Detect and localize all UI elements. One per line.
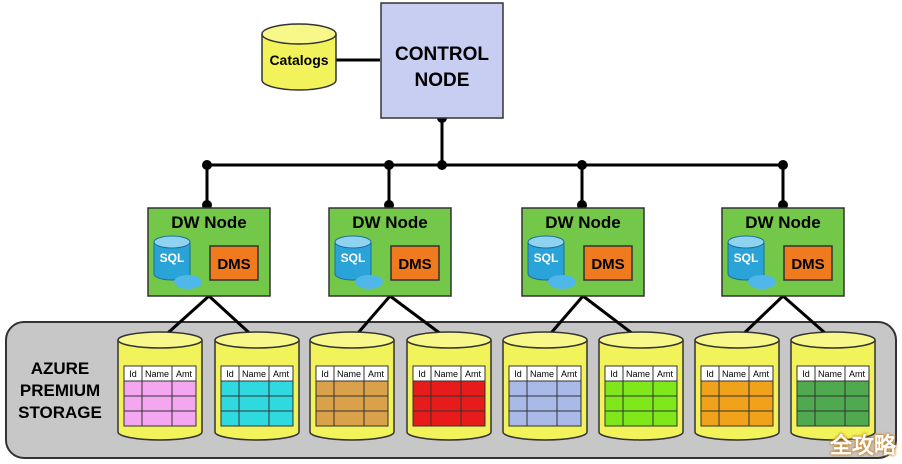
table-header-cell: Id [321,369,329,379]
cloud-icon [748,275,776,289]
storage-cylinder-top [406,331,492,349]
control-node-label-line-1: CONTROL [395,44,489,65]
table-header-cell: Id [418,369,426,379]
cloud-icon [355,275,383,289]
storage-cylinder-top [117,331,203,349]
table-header-cell: Id [129,369,137,379]
dms-box [583,245,633,281]
distribution-cylinders: Id Name Amt Id Name Amt Id Name Amt Id Name Amt Id Na… [117,331,876,441]
table-header-cell: Amt [657,369,674,379]
table-body [700,380,774,427]
sql-database-icon-top [153,235,191,249]
watermark-text: 全攻略 [829,434,896,459]
storage-cylinder-top [790,331,876,349]
storage-cylinder-top [309,331,395,349]
junction-dot [384,160,394,170]
storage-cylinder-3: Id Name Amt [309,331,395,441]
sql-label: SQL [734,251,759,265]
cloud-icon [548,275,576,289]
table-header-cell: Amt [368,369,385,379]
dms-box [783,245,833,281]
storage-cylinder-6: Id Name Amt [598,331,684,441]
table-body [604,380,678,427]
table-header-cell: Name [722,369,746,379]
table-body [796,380,870,427]
table-header-cell: Name [818,369,842,379]
dw-node-title: DW Node [745,213,821,232]
storage-cylinder-top [214,331,300,349]
table-header-cell: Id [706,369,714,379]
cloud-icon [174,275,202,289]
dms-box [209,245,259,281]
dms-label: DMS [791,256,824,273]
table-header-cell: Amt [465,369,482,379]
catalogs-cylinder: Catalogs [261,23,337,91]
storage-label-line-1: AZURE [31,359,90,378]
sql-database-icon-top [527,235,565,249]
table-header-cell: Name [530,369,554,379]
storage-cylinder-8: Id Name Amt [790,331,876,441]
dms-label: DMS [217,256,250,273]
table-header-cell: Amt [273,369,290,379]
dms-label: DMS [398,256,431,273]
storage-label-line-3: STORAGE [18,403,102,422]
dw-node-title: DW Node [545,213,621,232]
storage-cylinder-4: Id Name Amt [406,331,492,441]
table-header-cell: Amt [561,369,578,379]
junction-dot [437,160,447,170]
table-header-cell: Amt [753,369,770,379]
junction-dots [202,113,788,210]
table-body [220,380,294,427]
table-body [123,380,197,427]
sql-label: SQL [160,251,185,265]
table-header-cell: Name [242,369,266,379]
storage-cylinder-top [694,331,780,349]
storage-cylinder-2: Id Name Amt [214,331,300,441]
junction-dot [577,160,587,170]
storage-cylinder-7: Id Name Amt [694,331,780,441]
table-header-cell: Id [610,369,618,379]
storage-cylinder-5: Id Name Amt [502,331,588,441]
dw-node-title: DW Node [171,213,247,232]
table-body [412,380,486,427]
catalogs-cylinder-body [261,34,337,91]
control-node-label-line-2: NODE [415,70,470,91]
control-node: CONTROL NODE [380,2,504,119]
table-header-cell: Name [434,369,458,379]
table-header-cell: Name [145,369,169,379]
junction-dot [778,160,788,170]
table-body [315,380,389,427]
table-header-cell: Id [514,369,522,379]
dms-label: DMS [591,256,624,273]
storage-cylinder-top [598,331,684,349]
table-header-cell: Id [226,369,234,379]
storage-cylinder-top [502,331,588,349]
dms-box [390,245,440,281]
table-header-cell: Amt [849,369,866,379]
control-node-box [380,2,504,119]
table-header-cell: Name [626,369,650,379]
table-header-cell: Amt [176,369,193,379]
sql-database-icon-top [334,235,372,249]
table-header-cell: Id [802,369,810,379]
junction-dot [202,160,212,170]
sql-database-icon-top [727,235,765,249]
table-header-cell: Name [337,369,361,379]
storage-cylinder-1: Id Name Amt [117,331,203,441]
catalogs-cylinder-top [261,23,337,45]
sql-label: SQL [341,251,366,265]
storage-label-line-2: PREMIUM [20,381,100,400]
table-body [508,380,582,427]
catalogs-label: Catalogs [269,52,328,68]
sql-label: SQL [534,251,559,265]
dw-node-title: DW Node [352,213,428,232]
